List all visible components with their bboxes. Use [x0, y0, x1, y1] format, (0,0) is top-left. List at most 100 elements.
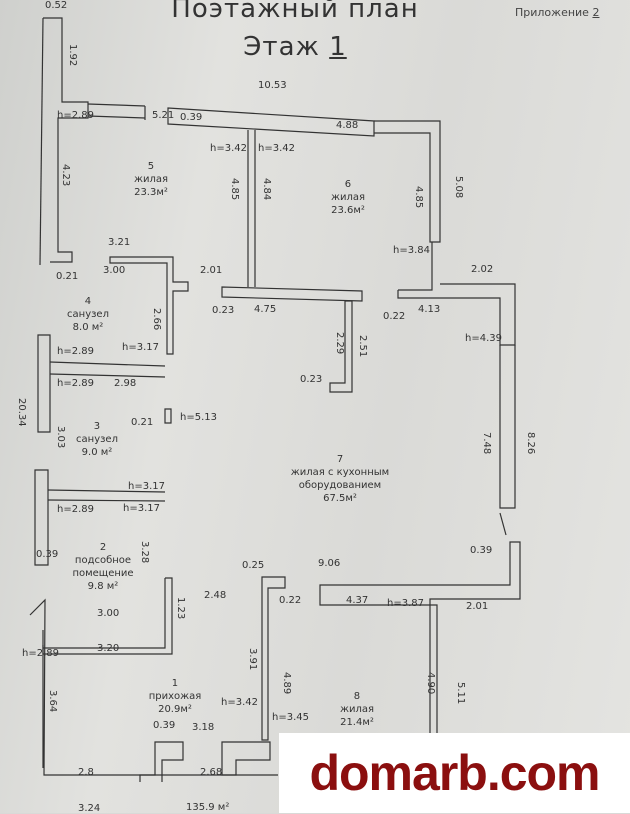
room-label-5: 5 жилая 23.3м² — [134, 160, 168, 199]
dimension-label: h=3.84 — [393, 245, 430, 256]
dimension-label: 4.23 — [60, 164, 71, 187]
dimension-label: 3.18 — [192, 722, 215, 733]
dimension-label: 3.20 — [97, 643, 120, 654]
dimension-label: 3.03 — [55, 426, 66, 449]
room-type: санузел — [67, 309, 109, 320]
dimension-label: 20.34 — [16, 398, 27, 427]
dimension-label: 4.84 — [261, 178, 272, 201]
room-label-1: 1 прихожая 20.9м² — [149, 677, 202, 716]
dimension-label: 5.21 — [152, 110, 175, 121]
room-type: санузел — [76, 434, 118, 445]
dimension-label: 2.48 — [204, 590, 227, 601]
dimension-label: 2.01 — [200, 265, 223, 276]
room-area: 8.0 м² — [72, 322, 104, 333]
dimension-label: 2.66 — [151, 308, 162, 331]
appendix-number: 2 — [592, 6, 600, 19]
dimension-label: 4.85 — [413, 186, 424, 209]
floor-label: Этаж — [243, 32, 320, 62]
dimension-label: 2.51 — [357, 335, 368, 358]
dimension-label: 5.08 — [453, 176, 464, 199]
dimension-label: 0.22 — [279, 595, 302, 606]
dimension-label: h=3.45 — [272, 712, 309, 723]
dimension-label: 1.92 — [67, 44, 78, 67]
dimension-label: 0.21 — [56, 271, 79, 282]
room-type: прихожая — [148, 691, 202, 702]
dimension-label: 0.52 — [45, 0, 68, 11]
dimension-label: 2.98 — [114, 378, 137, 389]
dimension-label: 0.23 — [300, 374, 323, 385]
dimension-label: 8.26 — [525, 432, 536, 455]
dimension-label: h=3.17 — [122, 342, 159, 353]
dimension-label: h=3.87 — [387, 598, 424, 609]
dimension-label: 5.11 — [455, 682, 466, 705]
dimension-label: 2.68 — [200, 767, 223, 778]
dimension-label: 1.23 — [175, 597, 186, 620]
room-number: 3 — [93, 421, 101, 432]
dimension-label: 4.85 — [229, 178, 240, 201]
dimension-label: 0.23 — [212, 305, 235, 316]
dimension-label: h=2.89 — [57, 346, 94, 357]
dimension-label: 2.29 — [334, 332, 345, 355]
room-label-6: 6 жилая 23.6м² — [331, 178, 365, 217]
dimension-label: 2.01 — [466, 601, 489, 612]
dimension-label: 4.37 — [346, 595, 369, 606]
room-area: 23.3м² — [134, 187, 168, 198]
dimension-label: 4.13 — [418, 304, 441, 315]
dimension-label: 4.90 — [425, 672, 436, 695]
room-number: 1 — [171, 678, 179, 689]
room-type: жилая — [133, 174, 169, 185]
dimension-label: 0.25 — [242, 560, 265, 571]
room-number: 5 — [147, 161, 155, 172]
room-area: 20.9м² — [158, 704, 192, 715]
dimension-label: h=3.17 — [123, 503, 160, 514]
dimension-label: 2.02 — [471, 264, 494, 275]
dimension-label: 0.39 — [153, 720, 176, 731]
dimension-label: h=2.89 — [57, 504, 94, 515]
dimension-label: 3.91 — [247, 648, 258, 671]
watermark-text: domarb.com — [309, 745, 600, 801]
dimension-label: 2.8 — [78, 767, 94, 778]
dimension-label: 0.21 — [131, 417, 154, 428]
dimension-label: h=3.17 — [128, 481, 165, 492]
dimension-label: 3.21 — [108, 237, 131, 248]
dimension-label: 0.39 — [470, 545, 493, 556]
dimension-label: 3.64 — [47, 690, 58, 713]
dimension-label: 4.89 — [281, 672, 292, 695]
dimension-label: h=2.89 — [57, 110, 94, 121]
dimension-label: 0.22 — [383, 311, 406, 322]
dimension-label: h=5.13 — [180, 412, 217, 423]
dimension-label: 4.75 — [254, 304, 277, 315]
room-label-7: 7 жилая с кухонным оборудованием 67.5м² — [280, 453, 400, 505]
appendix-text: Приложение — [515, 6, 589, 19]
room-area: 23.6м² — [331, 205, 365, 216]
room-type: жилая с кухонным оборудованием — [290, 467, 390, 491]
room-area: 67.5м² — [323, 493, 357, 504]
room-type: подсобное помещение — [72, 555, 134, 579]
dimension-label: 0.39 — [180, 112, 203, 123]
room-label-4: 4 санузел 8.0 м² — [67, 295, 109, 334]
dimension-label: h=3.42 — [258, 143, 295, 154]
floor-number: 1 — [329, 32, 347, 62]
room-number: 7 — [336, 454, 344, 465]
dimension-label: 135.9 м² — [186, 802, 230, 813]
room-number: 2 — [99, 542, 107, 553]
plan-title: Поэтажный план — [171, 0, 419, 24]
room-number: 4 — [84, 296, 92, 307]
dimension-label: 9.06 — [318, 558, 341, 569]
room-area: 21.4м² — [340, 717, 374, 728]
floor-heading: Этаж 1 — [0, 32, 610, 62]
dimension-label: h=2.89 — [22, 648, 59, 659]
dimension-label: 10.53 — [258, 80, 287, 91]
room-type: жилая — [339, 704, 375, 715]
dimension-label: 7.48 — [481, 432, 492, 455]
room-type: жилая — [330, 192, 366, 203]
dimension-label: 3.24 — [78, 803, 101, 814]
room-number: 6 — [344, 179, 352, 190]
dimension-label: 3.00 — [103, 265, 126, 276]
dimension-label: 3.28 — [139, 541, 150, 564]
dimension-label: h=3.42 — [210, 143, 247, 154]
